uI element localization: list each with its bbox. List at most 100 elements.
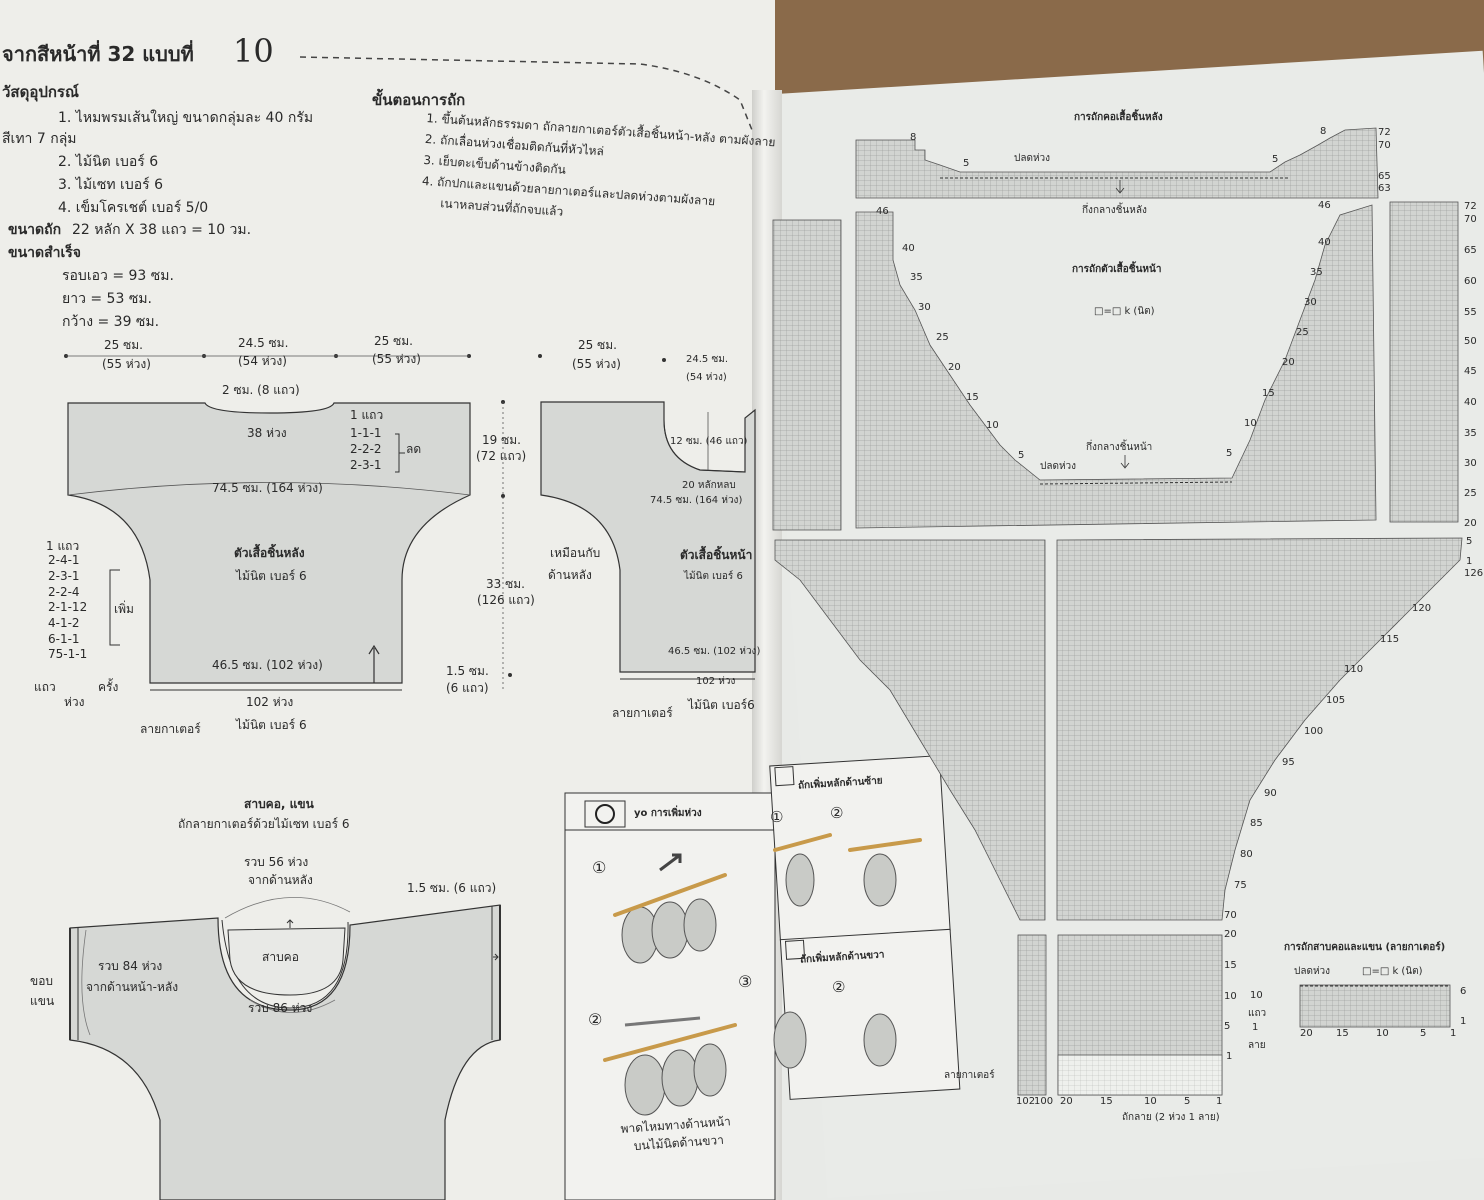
collar-subtitle: ถักลายกาเตอร์ด้วยไม้เซท เบอร์ 6 — [178, 817, 350, 831]
row-number: 15 — [1224, 960, 1237, 971]
back-piece-needle: ไม้นิต เบอร์ 6 — [236, 569, 307, 583]
yo-legend-title: yo การเพิ่มห่วง — [634, 808, 702, 819]
row-number: 1 — [1226, 1051, 1233, 1062]
loops-label: ห่วง — [64, 695, 85, 709]
bind-off-label: ปลดห่วง — [1014, 153, 1051, 164]
row-number: 50 — [1464, 336, 1477, 347]
bind-off-label: ปลดห่วง — [1040, 461, 1077, 472]
height-label: 33 ซม. — [486, 577, 525, 591]
front-center-label: 20 หลักหลบ — [682, 480, 736, 491]
row-number: 110 — [1344, 664, 1364, 675]
material-item: 1. ไหมพรมเส้นใหญ่ ขนาดกลุ่มละ 40 กรัม — [58, 110, 314, 126]
neck-number: 30 — [918, 302, 931, 313]
sleeve-edge-label: แขน — [30, 994, 55, 1008]
step-number: ③ — [738, 972, 753, 991]
row-number: 40 — [1464, 397, 1477, 408]
chart-bottom-number: 20 — [1060, 1096, 1073, 1107]
dim-label: 25 ซม. — [104, 338, 143, 352]
neck-number: 25 — [936, 332, 949, 343]
row-number: 5 — [1466, 536, 1473, 547]
band-number: 1 — [1460, 1016, 1467, 1027]
band-number: 15 — [1336, 1028, 1349, 1039]
page-title: จากสีหน้าที่ 32 แบบที่ — [2, 42, 194, 66]
row-number: 70 — [1378, 140, 1391, 151]
neck-number: 20 — [948, 362, 961, 373]
size-label: ขนาดสำเร็จ — [8, 245, 82, 261]
dim-label: 24.5 ซม. — [238, 336, 289, 350]
row-number: 126 — [1464, 568, 1484, 579]
row-number: 72 — [1378, 127, 1391, 138]
neck-number: 35 — [1310, 267, 1323, 278]
increase-item: 2-1-12 — [48, 600, 88, 614]
material-item: สีเทา 7 กลุ่ม — [2, 131, 77, 147]
chart-bottom-number: 15 — [1100, 1096, 1113, 1107]
repeat-note: 10 — [1250, 990, 1263, 1001]
row-number: 10 — [1224, 991, 1237, 1002]
row-number: 1 — [1466, 556, 1473, 567]
material-item: 4. เข็มโครเชต์ เบอร์ 5/0 — [58, 200, 209, 216]
row-number: 45 — [1464, 366, 1477, 377]
front-dim-label: (55 ห่วง) — [572, 357, 621, 371]
neck-number: 8 — [1320, 126, 1327, 137]
step-number: ② — [830, 804, 844, 822]
row-number: 90 — [1264, 788, 1277, 799]
increase-item: 2-3-1 — [48, 569, 80, 583]
chart-bottom-number: 100 — [1034, 1096, 1054, 1107]
garter-label: ลายกาเตอร์ — [140, 722, 201, 736]
collar-label: จากด้านหลัง — [248, 873, 313, 887]
dim-label: (55 ห่วง) — [372, 352, 421, 366]
sleeve-edge-label: ขอบ — [30, 974, 54, 988]
neck-number: 20 — [1282, 357, 1295, 368]
height-label: (72 แถว) — [476, 449, 527, 463]
back-bottom-stitches: 102 ห่วง — [246, 695, 294, 709]
neck-stitches-label: 38 ห่วง — [247, 426, 287, 440]
increase-item: 1 แถว — [46, 539, 80, 553]
row-number: 105 — [1326, 695, 1346, 706]
neck-depth-label: 2 ซม. (8 แถว) — [222, 383, 300, 397]
row-number: 70 — [1224, 910, 1237, 921]
neck-number: 46 — [876, 206, 889, 217]
chart-key: □=□ k (นิต) — [1094, 306, 1155, 317]
row-number: 65 — [1464, 245, 1477, 256]
height-label: (6 แถว) — [446, 681, 489, 695]
band-number: 6 — [1460, 986, 1467, 997]
increase-item: 75-1-1 — [48, 647, 88, 661]
increase-item: 4-1-2 — [48, 616, 80, 630]
row-number: 95 — [1282, 757, 1295, 768]
same-as-label: ด้านหลัง — [548, 568, 592, 582]
step-number: ② — [832, 978, 846, 996]
neck-number: 46 — [1318, 200, 1331, 211]
chart-bottom-number: 5 — [1184, 1096, 1191, 1107]
front-width-label: 74.5 ซม. (164 ห่วง) — [650, 495, 743, 506]
neck-number: 15 — [966, 392, 979, 403]
row-number: 115 — [1380, 634, 1400, 645]
collar-label: รวบ 56 ห่วง — [244, 855, 309, 869]
collar-label: รวบ 86 ห่วง — [248, 1001, 313, 1015]
garter-needle: ไม้นิต เบอร์ 6 — [236, 718, 307, 732]
row-number: 80 — [1240, 849, 1253, 860]
decrease-item: 1-1-1 — [350, 426, 382, 440]
row-label: แถว — [34, 680, 56, 694]
row-number: 100 — [1304, 726, 1324, 737]
dim-label: (55 ห่วง) — [102, 357, 151, 371]
neck-number: 10 — [986, 420, 999, 431]
row-number: 120 — [1412, 603, 1432, 614]
neck-number: 10 — [1244, 418, 1257, 429]
band-number: 5 — [1420, 1028, 1427, 1039]
band-number: 1 — [1450, 1028, 1457, 1039]
neck-number: 40 — [1318, 237, 1331, 248]
chart-bottom-number: 10 — [1144, 1096, 1157, 1107]
gauge-value: 22 หลัก X 38 แถว = 10 วม. — [72, 222, 252, 238]
row-number: 75 — [1234, 880, 1247, 891]
front-dim-label: 25 ซม. — [578, 338, 617, 352]
row-number: 25 — [1464, 488, 1477, 499]
row-number: 65 — [1378, 171, 1391, 182]
decrease-label: ลด — [406, 442, 422, 456]
back-center-label: กึ่งกลางชิ้นหลัง — [1082, 205, 1147, 216]
neck-number: 15 — [1262, 388, 1275, 399]
size-item: รอบเอว = 93 ซม. — [62, 268, 174, 284]
collar-label: จากด้านหน้า-หลัง — [86, 980, 179, 994]
neck-number: 5 — [1272, 154, 1279, 165]
